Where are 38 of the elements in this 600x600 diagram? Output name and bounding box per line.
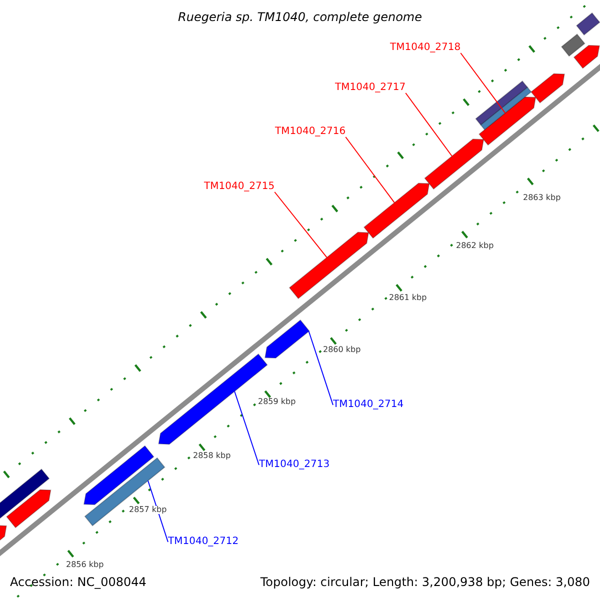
scale-label: 2858 kbp: [193, 452, 231, 460]
gene-label: TM1040_2712: [168, 537, 239, 547]
gene-feature: [424, 138, 484, 190]
gene-feature: [478, 96, 536, 146]
leader-line: [460, 52, 506, 114]
gene-feature: [6, 489, 52, 528]
gene-label: TM1040_2718: [390, 43, 461, 53]
scale-label: 2860 kbp: [323, 346, 361, 354]
leader-line: [345, 136, 395, 204]
gene-label: TM1040_2714: [333, 400, 404, 410]
gene-label: TM1040_2716: [275, 127, 346, 137]
gene-feature: [264, 319, 310, 358]
leader-line: [274, 192, 328, 258]
gene-feature: [83, 445, 154, 506]
gene-feature: [288, 232, 370, 300]
feature-block: [560, 34, 586, 57]
scale-label: 2862 kbp: [456, 242, 494, 250]
scale-label: 2863 kbp: [523, 194, 561, 202]
title: Ruegeria sp. TM1040, complete genome: [177, 11, 423, 23]
scale-label: 2856 kbp: [66, 561, 104, 569]
gene-label: TM1040_2715: [204, 182, 275, 192]
leader-line: [148, 480, 168, 542]
gene-feature: [573, 44, 600, 69]
gene-label: TM1040_2713: [259, 460, 330, 470]
genome-info-text: Topology: circular; Length: 3,200,938 bp; Genes: 3,080: [260, 576, 590, 588]
leader-line: [234, 390, 260, 466]
feature-bar: [84, 457, 166, 526]
gene-feature: [363, 182, 430, 239]
leader-line: [405, 92, 452, 157]
gene-feature: [530, 73, 565, 104]
feature-bar: [480, 86, 532, 130]
leader-line: [308, 330, 334, 406]
scale-label: 2857 kbp: [129, 506, 167, 514]
feature-bar: [576, 12, 600, 36]
scale-label: 2859 kbp: [258, 398, 296, 406]
accession-text: Accession: NC_008044: [10, 576, 146, 588]
gene-label: TM1040_2717: [335, 83, 406, 93]
scale-label: 2861 kbp: [389, 294, 427, 302]
